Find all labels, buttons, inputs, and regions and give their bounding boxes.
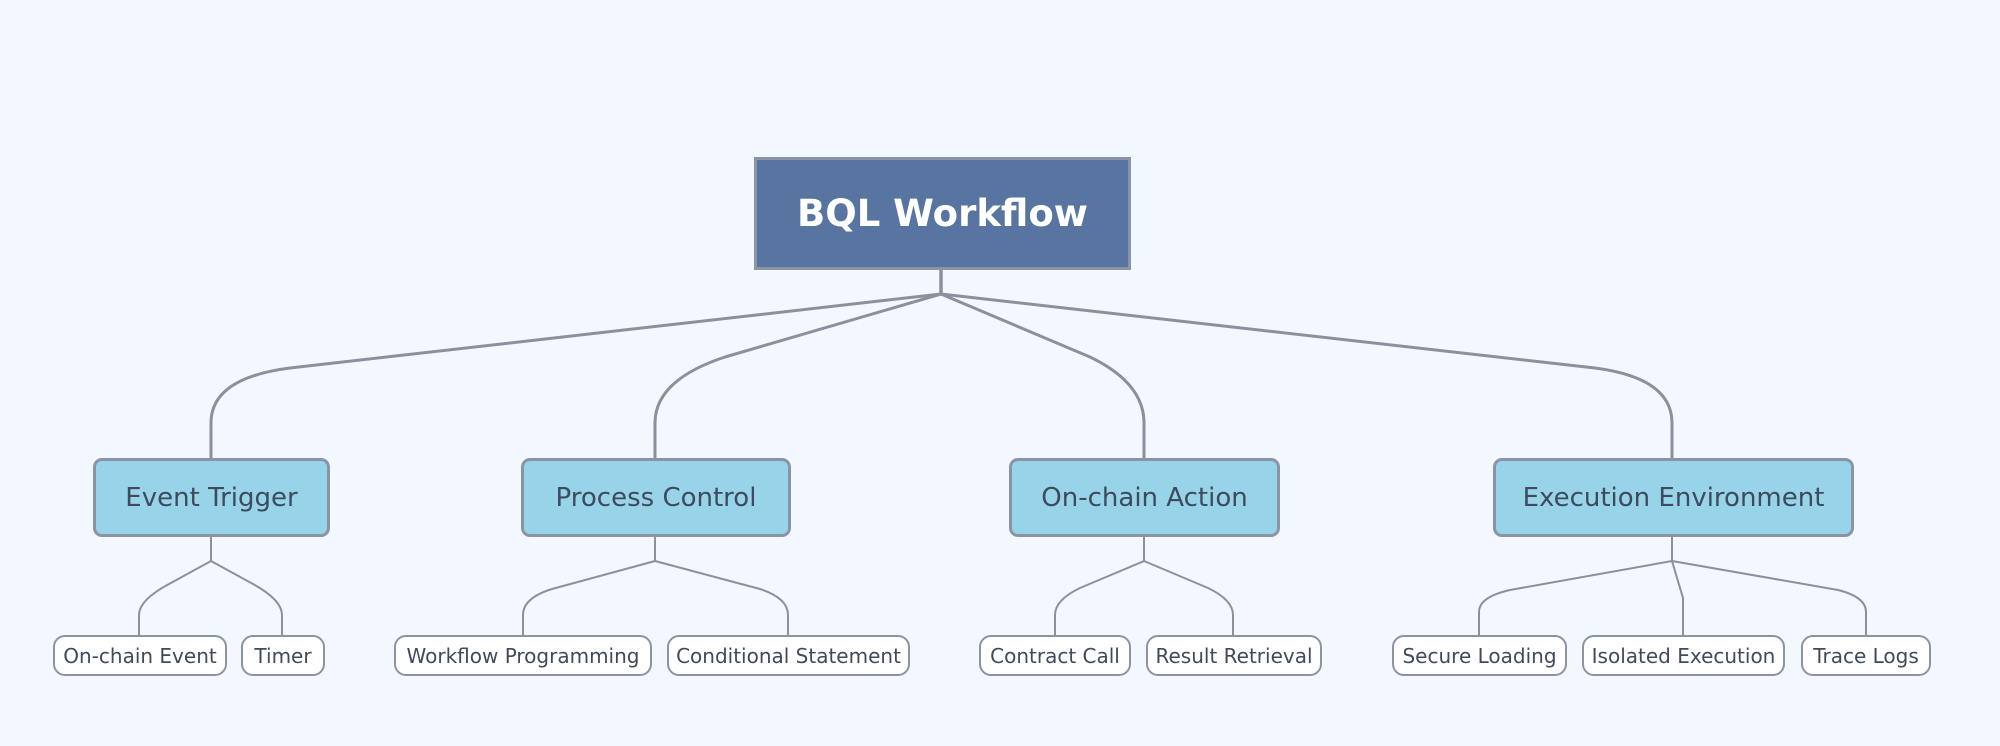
connector-root-onchain-action <box>939 292 1146 460</box>
connector-secure-loading <box>1478 560 1673 636</box>
connector-workflow-programming <box>522 560 656 636</box>
topic-process-control[interactable]: Process Control <box>521 458 791 537</box>
connector-contract-call <box>1054 560 1145 636</box>
connector-root-event-trigger <box>209 292 943 460</box>
topic-event-trigger[interactable]: Event Trigger <box>93 458 330 537</box>
connector-trace-logs <box>1671 560 1867 636</box>
topic-onchain-action[interactable]: On-chain Action <box>1009 458 1280 537</box>
subtopic-result-retrieval[interactable]: Result Retrieval <box>1146 635 1322 676</box>
subtopic-workflow-programming[interactable]: Workflow Programming <box>394 635 652 676</box>
connector-root-process-control <box>653 292 943 460</box>
subtopic-contract-call[interactable]: Contract Call <box>979 635 1131 676</box>
subtopic-onchain-event[interactable]: On-chain Event <box>53 635 227 676</box>
subtopic-conditional-statement[interactable]: Conditional Statement <box>667 635 910 676</box>
subtopic-trace-logs[interactable]: Trace Logs <box>1801 635 1931 676</box>
subtopic-isolated-execution[interactable]: Isolated Execution <box>1582 635 1785 676</box>
connector-conditional-statement <box>654 560 789 636</box>
connector-timer <box>210 560 283 636</box>
connector-onchain-event <box>138 560 212 636</box>
connector-result-retrieval <box>1143 560 1234 636</box>
topic-execution-environment[interactable]: Execution Environment <box>1493 458 1854 537</box>
root-node[interactable]: BQL Workflow <box>754 157 1131 270</box>
subtopic-timer[interactable]: Timer <box>241 635 325 676</box>
connector-root-execution-environment <box>939 292 1674 460</box>
subtopic-secure-loading[interactable]: Secure Loading <box>1392 635 1567 676</box>
connector-isolated-execution <box>1671 560 1684 636</box>
